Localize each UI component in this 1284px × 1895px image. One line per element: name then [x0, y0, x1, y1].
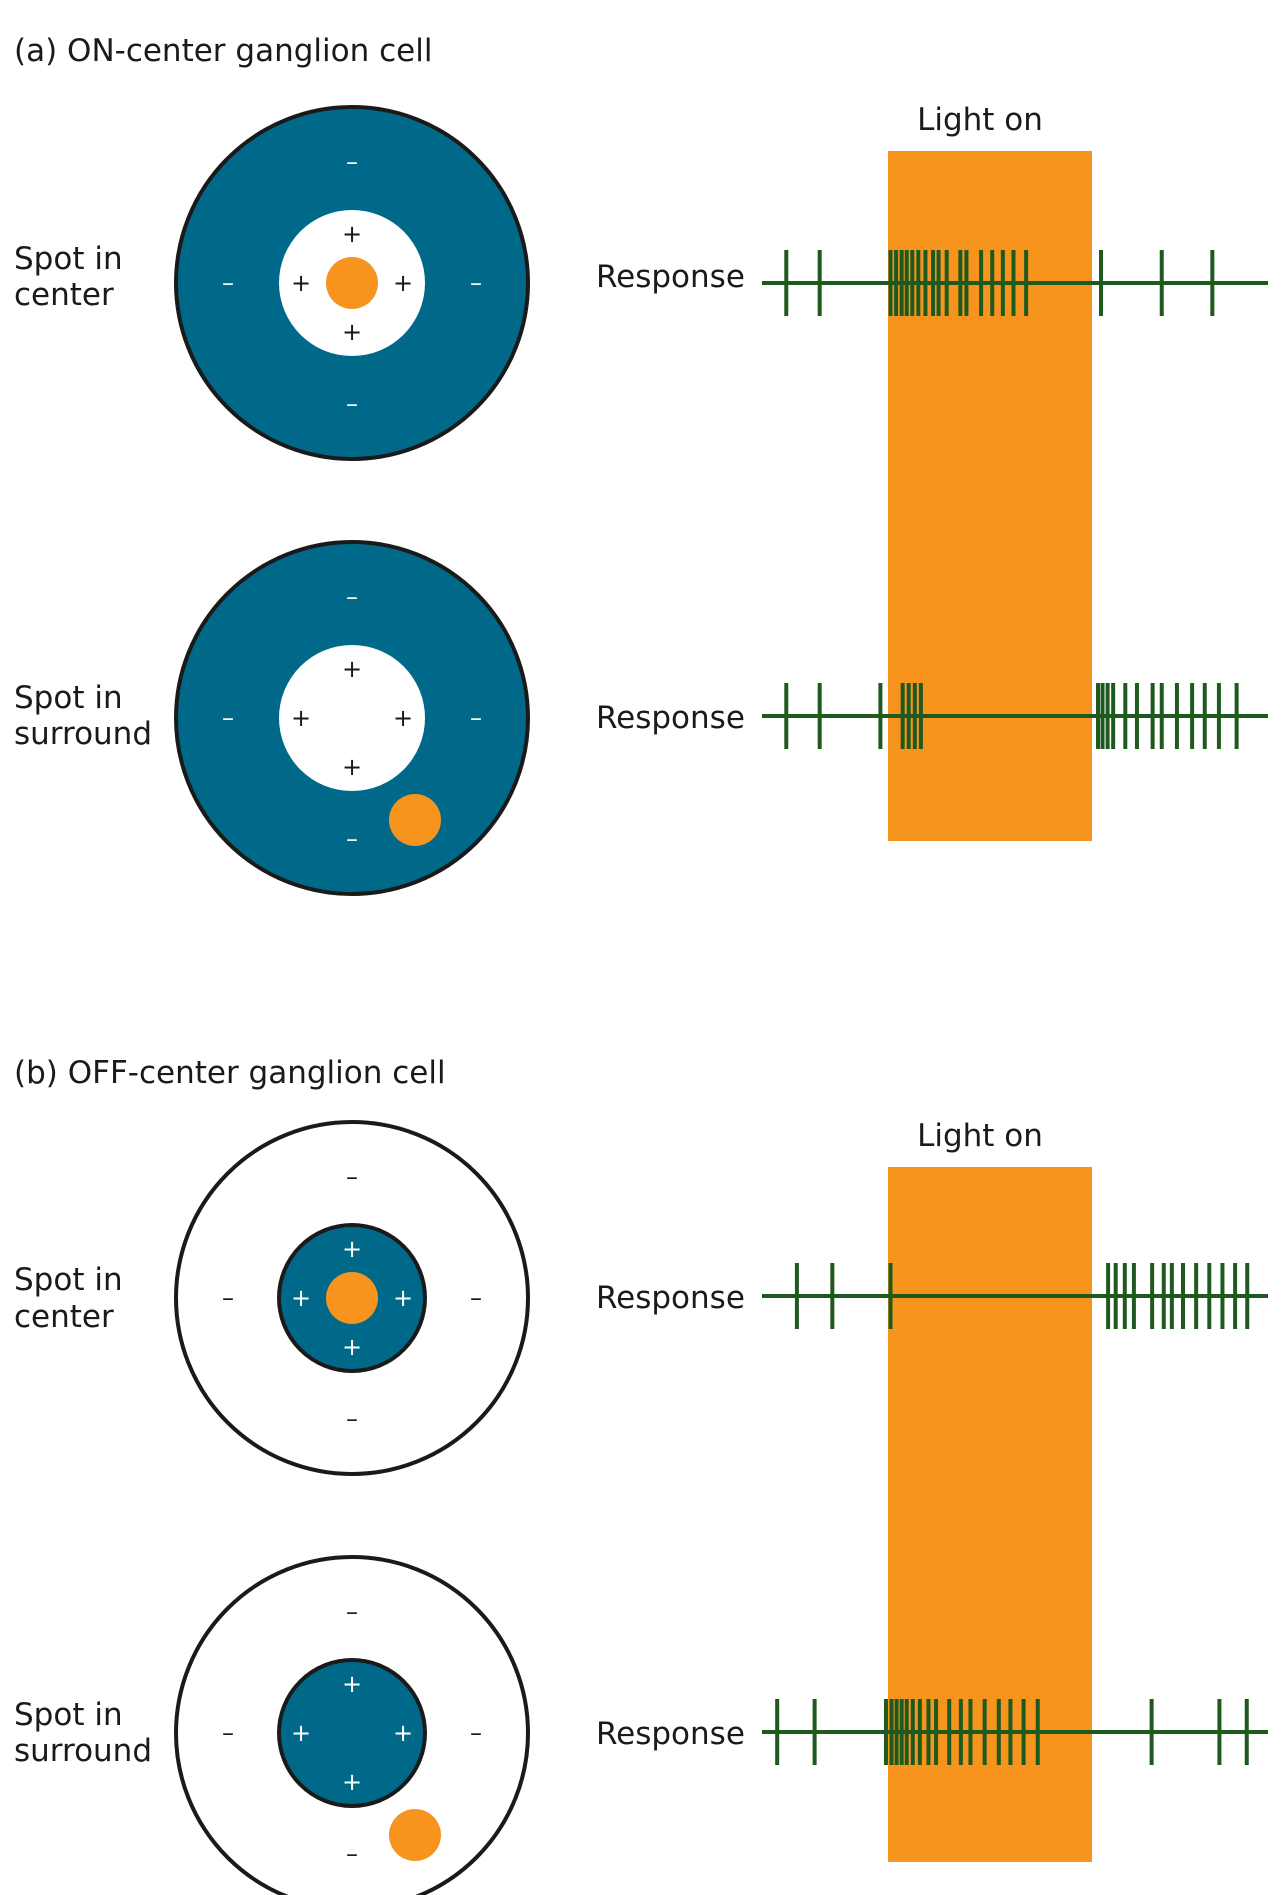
panel-on-center: (a) ON-center ganglion cell Light on Spo…: [14, 33, 1268, 896]
plus-sign: +: [291, 1284, 311, 1312]
center-region: [277, 1658, 427, 1808]
minus-sign: –: [346, 1163, 358, 1191]
row-spot-in-surround: Spot in surround – – – – + + + + Response: [14, 540, 1268, 896]
spike-train: [762, 1263, 1268, 1329]
row-spot-in-center: Spot in center – – – – + + + + Response: [14, 1120, 1268, 1476]
receptive-field-diagram: – – – – + + + +: [174, 540, 530, 896]
plus-sign: +: [342, 318, 362, 346]
response-label: Response: [596, 1716, 745, 1752]
plus-sign: +: [393, 1284, 413, 1312]
light-on-bar: [888, 1167, 1092, 1862]
light-spot: [326, 257, 378, 309]
panel-off-center: (b) OFF-center ganglion cell Light on Sp…: [14, 1055, 1268, 1895]
minus-sign: –: [222, 1719, 234, 1747]
minus-sign: –: [470, 704, 482, 732]
plus-sign: +: [393, 269, 413, 297]
minus-sign: –: [346, 1840, 358, 1868]
response-label: Response: [596, 700, 745, 736]
row-spot-in-surround: Spot in surround – – – – + + + + Response: [14, 1555, 1268, 1895]
minus-sign: –: [346, 390, 358, 418]
light-spot: [389, 794, 441, 846]
row-label-line1: Spot in: [14, 241, 123, 277]
plus-sign: +: [291, 269, 311, 297]
plus-sign: +: [342, 655, 362, 683]
light-on-label: Light on: [917, 1118, 1043, 1154]
row-label-line2: surround: [14, 1733, 152, 1769]
plus-sign: +: [393, 1719, 413, 1747]
plus-sign: +: [342, 1768, 362, 1796]
minus-sign: –: [346, 583, 358, 611]
panel-title: (b) OFF-center ganglion cell: [14, 1055, 446, 1091]
light-spot: [326, 1272, 378, 1324]
plus-sign: +: [342, 1670, 362, 1698]
minus-sign: –: [470, 269, 482, 297]
row-spot-in-center: Spot in center – – – – + + + + Response: [14, 105, 1268, 461]
plus-sign: +: [393, 704, 413, 732]
row-label-line1: Spot in: [14, 680, 123, 716]
minus-sign: –: [346, 825, 358, 853]
plus-sign: +: [342, 1235, 362, 1263]
plus-sign: +: [291, 704, 311, 732]
plus-sign: +: [291, 1719, 311, 1747]
light-spot: [389, 1809, 441, 1861]
response-label: Response: [596, 259, 745, 295]
plus-sign: +: [342, 1333, 362, 1361]
minus-sign: –: [346, 148, 358, 176]
light-on-label: Light on: [917, 102, 1043, 138]
spike-train: [762, 1699, 1268, 1765]
minus-sign: –: [346, 1405, 358, 1433]
receptive-field-diagram: – – – – + + + +: [174, 1555, 530, 1895]
minus-sign: –: [346, 1598, 358, 1626]
minus-sign: –: [222, 269, 234, 297]
minus-sign: –: [470, 1719, 482, 1747]
receptive-field-diagram: – – – – + + + +: [174, 105, 530, 461]
row-label-line2: center: [14, 277, 114, 313]
response-label: Response: [596, 1280, 745, 1316]
row-label-line2: center: [14, 1299, 114, 1335]
center-region: [279, 645, 425, 791]
row-label-line1: Spot in: [14, 1697, 123, 1733]
spike-train: [762, 250, 1268, 316]
minus-sign: –: [222, 1284, 234, 1312]
row-label-line2: surround: [14, 716, 152, 752]
panel-title: (a) ON-center ganglion cell: [14, 33, 432, 69]
plus-sign: +: [342, 753, 362, 781]
spike-train: [762, 683, 1268, 749]
plus-sign: +: [342, 220, 362, 248]
minus-sign: –: [222, 704, 234, 732]
row-label-line1: Spot in: [14, 1262, 123, 1298]
minus-sign: –: [470, 1284, 482, 1312]
receptive-field-diagram: – – – – + + + +: [174, 1120, 530, 1476]
